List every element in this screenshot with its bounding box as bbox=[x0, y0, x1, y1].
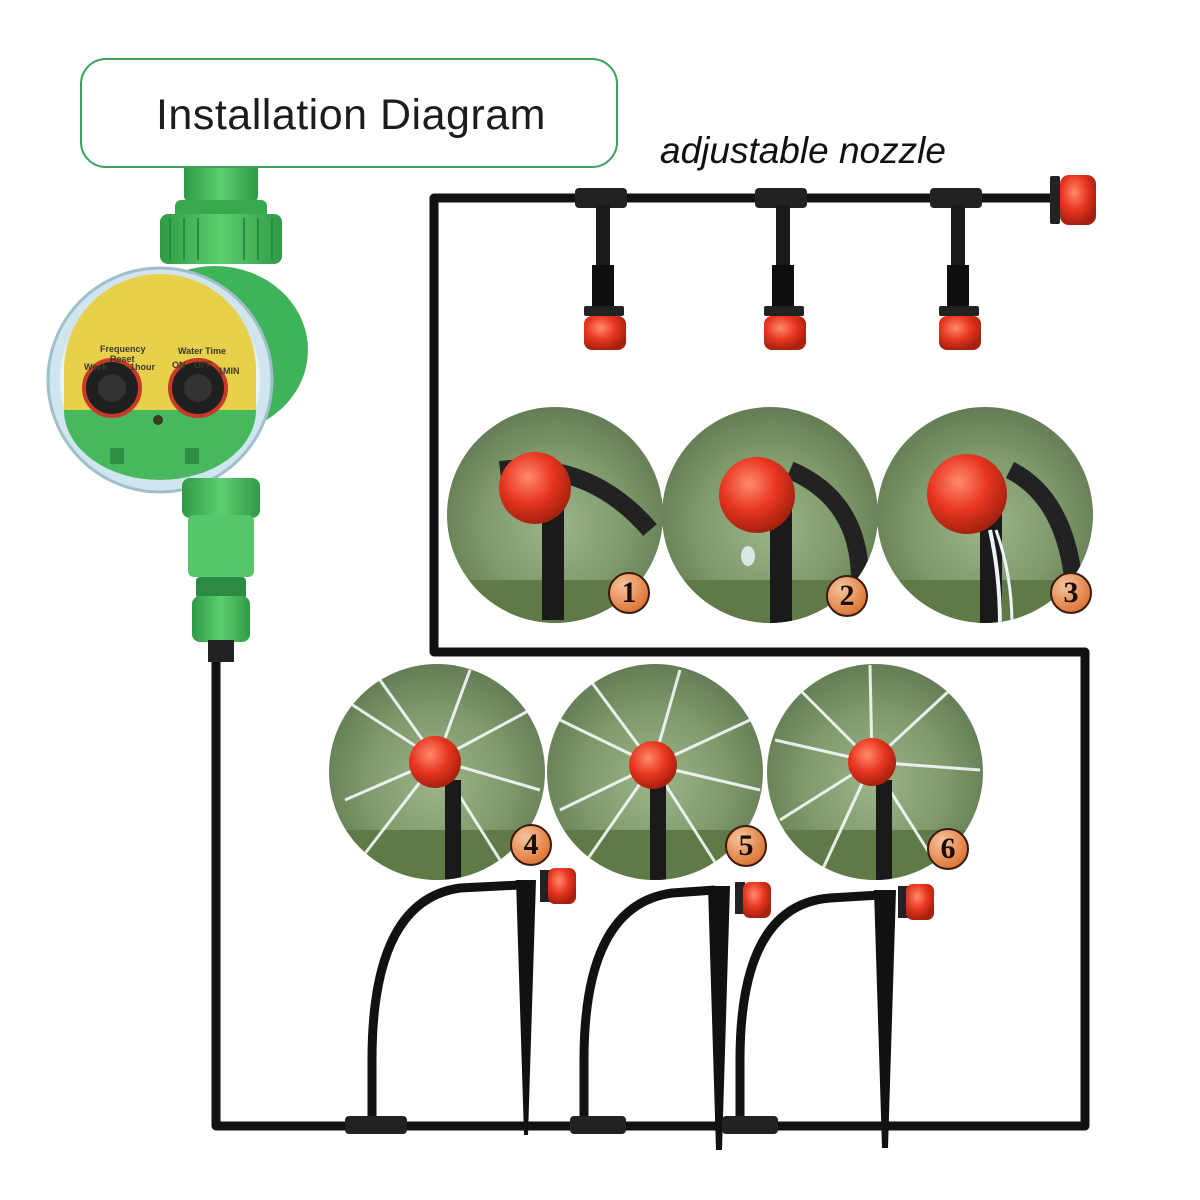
on-label: ON bbox=[172, 360, 186, 370]
stake-nozzle-2 bbox=[570, 882, 771, 1150]
tubing-network bbox=[211, 193, 1090, 1131]
stake-nozzle-3 bbox=[722, 884, 934, 1148]
spray-badge-6: 6 bbox=[927, 828, 969, 870]
tee-connector bbox=[575, 188, 627, 350]
end-nozzle bbox=[1050, 175, 1096, 225]
week-label: Week bbox=[84, 362, 108, 372]
water-time-label: Water Time bbox=[178, 346, 227, 356]
frequency-label: Frequency bbox=[100, 344, 146, 354]
spray-badge-3: 3 bbox=[1050, 572, 1092, 614]
adjustable-nozzle-caption: adjustable nozzle bbox=[660, 130, 946, 171]
min-label: 1MIN bbox=[218, 366, 240, 376]
spray-badge-2: 2 bbox=[826, 575, 868, 617]
water-timer bbox=[46, 162, 308, 662]
stake-nozzle-1 bbox=[345, 868, 576, 1135]
title-box: Installation Diagram bbox=[80, 58, 618, 168]
spray-pattern-photo-5 bbox=[547, 664, 763, 880]
spray-pattern-photo-3 bbox=[877, 407, 1093, 623]
reset-label: Reset bbox=[110, 354, 135, 364]
spray-badge-1: 1 bbox=[608, 572, 650, 614]
page-title: Installation Diagram bbox=[155, 90, 546, 139]
tee-connector bbox=[755, 188, 807, 350]
spray-badge-5: 5 bbox=[725, 825, 767, 867]
hour-label: 1hour bbox=[130, 362, 156, 372]
tee-connector bbox=[930, 188, 982, 350]
top-nozzle-row bbox=[575, 175, 1096, 350]
spray-badge-4: 4 bbox=[510, 824, 552, 866]
off-label: OFF bbox=[194, 360, 212, 370]
